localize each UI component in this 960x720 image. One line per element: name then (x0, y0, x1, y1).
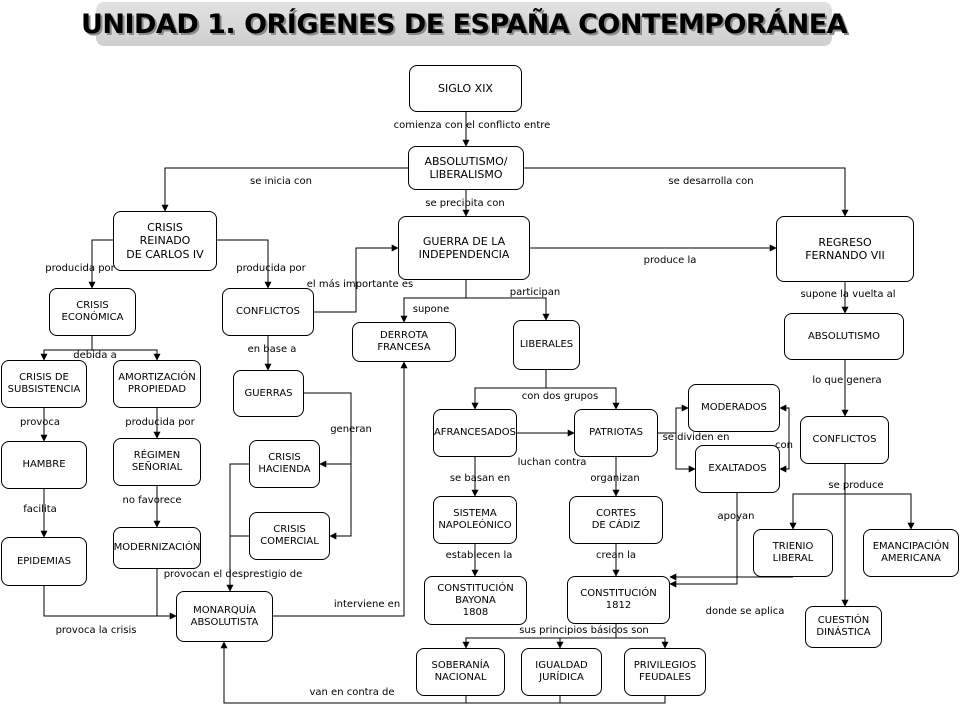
link-label-producida-por-1: producida por (45, 263, 115, 274)
node-conflictos-2: CONFLICTOS (800, 416, 889, 464)
node-liberales: LIBERALES (513, 320, 580, 370)
node-sistema-napoleonico: SISTEMA NAPOLEÓNICO (433, 496, 517, 544)
node-exaltados: EXALTADOS (695, 445, 780, 493)
link-label-debida-a: debida a (73, 350, 117, 361)
link-label-comienza: comienza con el conflicto entre (393, 120, 551, 131)
node-absolutismo: ABSOLUTISMO (784, 313, 904, 360)
link-label-provoca-la-crisis: provoca la crisis (55, 625, 137, 636)
link-label-se-basan-en: se basan en (449, 473, 511, 484)
node-guerra-independencia: GUERRA DE LA INDEPENDENCIA (398, 216, 530, 280)
node-trienio-liberal: TRIENIO LIBERAL (753, 529, 833, 577)
node-crisis-economica: CRISIS ECONÓMICA (49, 288, 136, 336)
link-label-producida-por-3: producida por (125, 417, 195, 428)
node-cortes-cadiz: CORTES DE CÁDIZ (569, 496, 663, 544)
node-emancipacion: EMANCIPACIÓN AMERICANA (863, 529, 959, 577)
node-patriotas: PATRIOTAS (574, 409, 658, 457)
node-regreso-fernando: REGRESO FERNANDO VII (776, 216, 914, 282)
link-label-producida-por-2: producida por (236, 263, 306, 274)
node-afrancesados: AFRANCESADOS (433, 409, 517, 457)
link-label-se-precipita-con: se precipita con (425, 198, 505, 209)
link-label-con: con (775, 440, 793, 451)
link-label-se-dividen-en: se dividen en (662, 432, 730, 443)
link-label-supone-la-vuelta: supone la vuelta al (800, 289, 896, 300)
link-label-establecen-la: establecen la (445, 550, 513, 561)
link-label-supone: supone (412, 304, 450, 315)
link-label-luchan-contra: luchan contra (517, 457, 587, 468)
node-conflictos-1: CONFLICTOS (222, 288, 314, 336)
link-label-produce-la: produce la (643, 255, 697, 266)
link-label-participan: participan (509, 287, 561, 298)
node-moderados: MODERADOS (688, 384, 780, 432)
link-label-provocan-desprestigio: provocan el desprestigio de (163, 569, 303, 580)
node-guerras: GUERRAS (233, 370, 304, 417)
link-label-se-desarrolla-con: se desarrolla con (668, 176, 754, 187)
link-label-crean-la: crean la (595, 550, 637, 561)
node-modernizacion: MODERNIZACIÓN (113, 527, 201, 569)
link-label-sus-principios: sus principios básicos son (519, 625, 649, 636)
link-label-interviene-en: interviene en (333, 599, 401, 610)
link-label-generan: generan (330, 424, 372, 435)
node-cuestion-dinastica: CUESTIÓN DINÁSTICA (805, 606, 882, 648)
node-regimen-senorial: RÉGIMEN SEÑORIAL (113, 438, 201, 486)
link-label-en-base-a: en base a (247, 344, 297, 355)
node-crisis-hacienda: CRISIS HACIENDA (249, 440, 320, 488)
link-label-organizan: organizan (590, 473, 640, 484)
node-crisis-reinado: CRISIS REINADO DE CARLOS IV (113, 211, 217, 271)
node-privilegios-feudales: PRIVILEGIOS FEUDALES (624, 648, 706, 696)
node-crisis-comercial: CRISIS COMERCIAL (249, 512, 330, 560)
node-soberania-nacional: SOBERANÍA NACIONAL (416, 648, 505, 696)
node-constitucion-1812: CONSTITUCIÓN 1812 (567, 576, 670, 624)
node-igualdad-juridica: IGUALDAD JURÍDICA (521, 648, 602, 696)
title-banner: UNIDAD 1. ORÍGENES DE ESPAÑA CONTEMPORÁN… (81, 2, 848, 46)
node-monarquia-absolutista: MONARQUÍA ABSOLUTISTA (176, 591, 273, 642)
link-label-facilita: facilita (23, 504, 57, 515)
node-siglo-xix: SIGLO XIX (409, 65, 522, 112)
node-absolutismo-liberalismo: ABSOLUTISMO/ LIBERALISMO (408, 146, 524, 190)
node-hambre: HAMBRE (1, 441, 87, 489)
link-label-apoyan: apoyan (717, 511, 755, 522)
link-label-lo-que-genera: lo que genera (812, 375, 882, 386)
node-constitucion-bayona: CONSTITUCIÓN BAYONA 1808 (424, 576, 527, 625)
link-label-van-en-contra: van en contra de (309, 687, 395, 698)
node-epidemias: EPIDEMIAS (1, 537, 87, 586)
link-label-no-favorece: no favorece (122, 495, 182, 506)
node-derrota-francesa: DERROTA FRANCESA (352, 322, 456, 362)
link-label-donde-se-aplica: donde se aplica (705, 606, 785, 617)
link-label-se-inicia-con: se inicia con (250, 176, 312, 187)
link-label-el-mas-importante: el más importante es (306, 279, 414, 290)
page-title: UNIDAD 1. ORÍGENES DE ESPAÑA CONTEMPORÁN… (80, 8, 848, 40)
node-amortizacion: AMORTIZACIÓN PROPIEDAD (113, 360, 201, 408)
node-crisis-subsistencia: CRISIS DE SUBSISTENCIA (1, 360, 87, 408)
link-label-se-produce: se produce (828, 480, 884, 491)
link-label-provoca: provoca (19, 417, 61, 428)
link-label-con-dos-grupos: con dos grupos (521, 391, 599, 402)
